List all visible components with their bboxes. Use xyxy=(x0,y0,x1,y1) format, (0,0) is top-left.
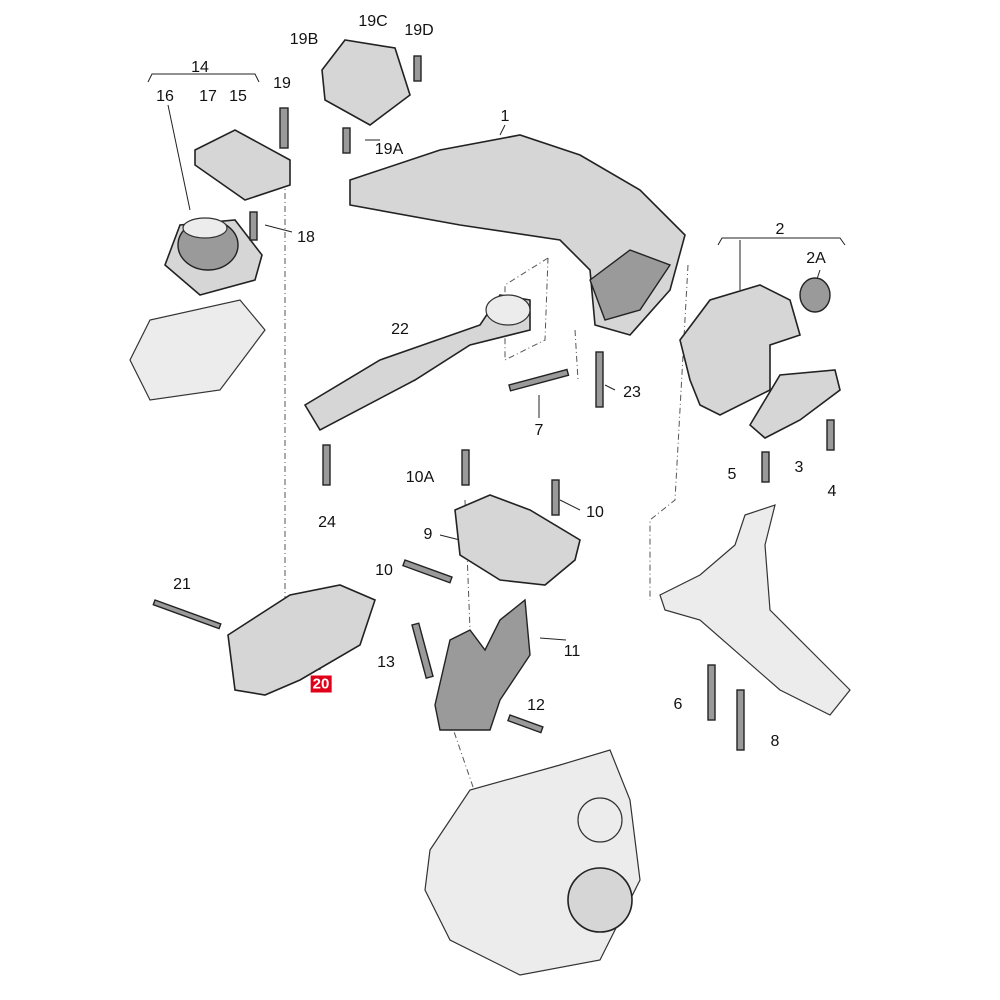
part-label-17[interactable]: 17 xyxy=(199,88,217,105)
part-label-22[interactable]: 22 xyxy=(391,321,409,338)
part-label-18[interactable]: 18 xyxy=(297,229,315,246)
part-label-15[interactable]: 15 xyxy=(229,88,247,105)
part-label-19b[interactable]: 19B xyxy=(289,31,319,48)
part-label-13[interactable]: 13 xyxy=(377,654,395,671)
part-label-19a[interactable]: 19A xyxy=(374,141,404,158)
part-label-19[interactable]: 19 xyxy=(273,75,291,92)
part-label-3[interactable]: 3 xyxy=(794,459,804,476)
part-label-20-highlighted[interactable]: 20 xyxy=(310,675,332,693)
part-label-6[interactable]: 6 xyxy=(673,696,683,713)
part-label-10-left[interactable]: 10 xyxy=(375,562,393,579)
part-label-24[interactable]: 24 xyxy=(318,514,336,531)
part-label-7[interactable]: 7 xyxy=(534,422,544,439)
part-label-23[interactable]: 23 xyxy=(623,384,641,401)
part-label-5[interactable]: 5 xyxy=(727,466,737,483)
part-label-10[interactable]: 10 xyxy=(586,504,604,521)
part-label-21[interactable]: 21 xyxy=(173,576,191,593)
part-label-19c[interactable]: 19C xyxy=(358,13,388,30)
part-label-11[interactable]: 11 xyxy=(563,643,581,660)
part-label-4[interactable]: 4 xyxy=(827,483,837,500)
part-label-1[interactable]: 1 xyxy=(500,108,510,125)
part-label-16[interactable]: 16 xyxy=(156,88,174,105)
part-label-2[interactable]: 2 xyxy=(775,221,785,238)
part-label-14[interactable]: 14 xyxy=(191,59,209,76)
part-label-19d[interactable]: 19D xyxy=(404,22,434,39)
part-label-9[interactable]: 9 xyxy=(423,526,433,543)
part-label-8[interactable]: 8 xyxy=(770,733,780,750)
part-label-12[interactable]: 12 xyxy=(527,697,545,714)
part-label-2a[interactable]: 2A xyxy=(806,250,826,267)
part-label-10a[interactable]: 10A xyxy=(405,469,435,486)
